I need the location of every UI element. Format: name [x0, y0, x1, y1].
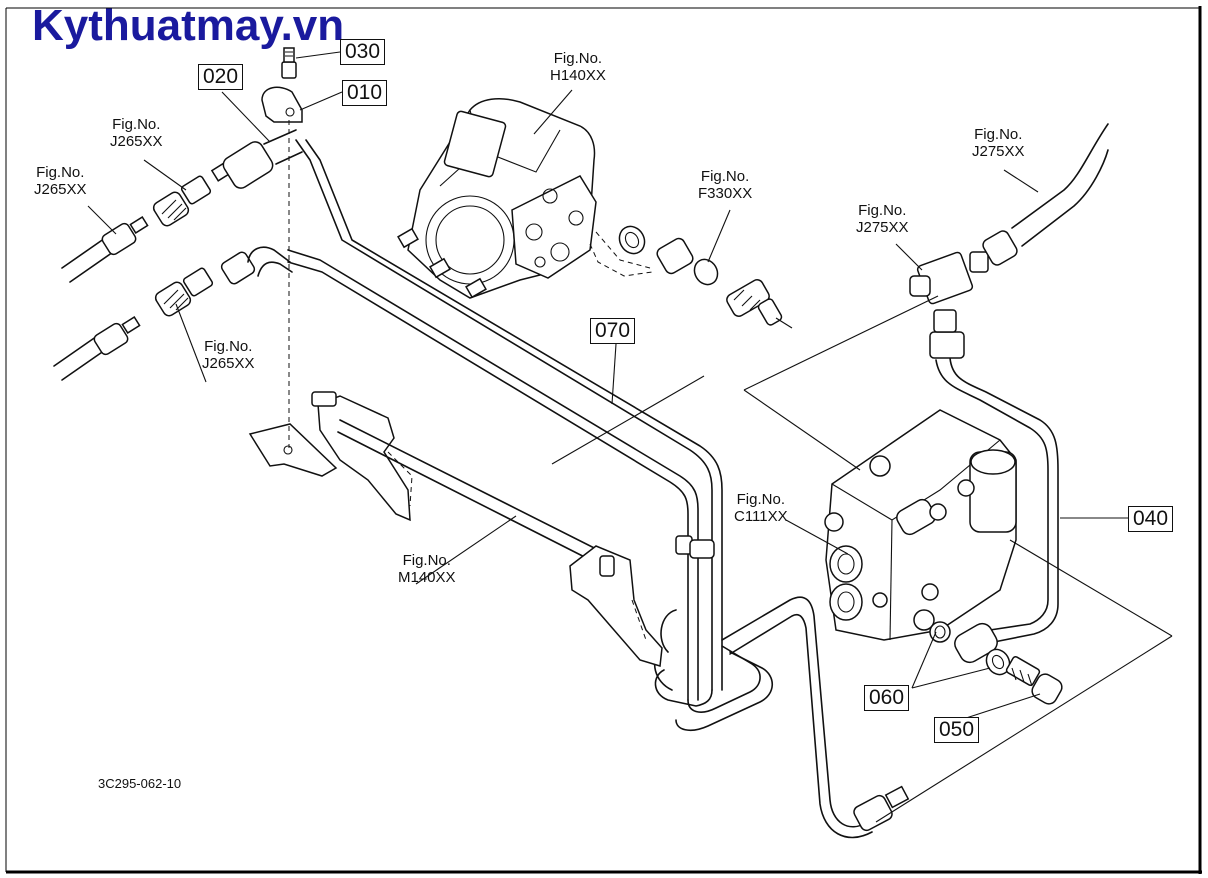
fig-ref-code: F330XX: [698, 185, 753, 202]
linkage-bracket: [248, 391, 663, 667]
fig-ref-c111: Fig.No. C111XX: [734, 491, 788, 525]
fig-ref-code: J265XX: [110, 133, 163, 150]
fig-ref-h140: Fig.No. H140XX: [550, 50, 606, 84]
pipe-040: [929, 309, 1059, 643]
control-valve: [824, 409, 1017, 643]
fig-ref-j265-lower: Fig.No. J265XX: [202, 338, 255, 372]
tee-fitting: [909, 123, 1109, 305]
left-lower-hose: [53, 246, 293, 381]
fig-ref-j275-tee: Fig.No. J275XX: [856, 202, 909, 236]
fig-ref-j265-left: Fig.No. J265XX: [34, 164, 87, 198]
pipe-unions: [675, 535, 715, 559]
steering-unit: [397, 97, 653, 299]
drawing-frame: [5, 6, 1202, 874]
part-number-030: 030: [340, 39, 386, 65]
fig-ref-code: J265XX: [34, 181, 87, 198]
pipe-070: [287, 139, 774, 732]
clamp-and-bolt: [261, 47, 303, 448]
fig-ref-prefix: Fig.No.: [974, 126, 1023, 143]
fig-ref-j275-upper: Fig.No. J275XX: [972, 126, 1025, 160]
drawing-code: 3C295-062-10: [98, 776, 182, 791]
part-number-040: 040: [1128, 506, 1174, 532]
left-upper-hose: [61, 129, 303, 283]
pipe-lower-right: [721, 596, 910, 839]
fig-ref-code: J265XX: [202, 355, 255, 372]
fig-ref-f330: Fig.No. F330XX: [698, 168, 752, 202]
fig-ref-m140: Fig.No. M140XX: [398, 552, 456, 586]
part-number-010: 010: [342, 80, 388, 106]
part-number-020: 020: [198, 64, 244, 90]
fig-ref-code: C111XX: [734, 508, 788, 525]
leader-lines: [87, 51, 1173, 823]
site-watermark: Kythuatmay.vn: [32, 1, 345, 50]
fig-ref-prefix: Fig.No.: [700, 168, 750, 185]
fig-ref-prefix: Fig.No.: [112, 116, 161, 133]
fig-ref-code: M140XX: [398, 569, 456, 586]
part-number-050: 050: [934, 717, 980, 743]
fig-ref-code: J275XX: [856, 219, 909, 236]
part-number-070: 070: [590, 318, 636, 344]
f330-fitting-set: [618, 225, 783, 326]
fig-ref-code: J275XX: [972, 143, 1025, 160]
fig-ref-j265-upper: Fig.No. J265XX: [110, 116, 163, 150]
fig-ref-code: H140XX: [550, 67, 606, 84]
fig-ref-prefix: Fig.No.: [36, 164, 85, 181]
fig-ref-prefix: Fig.No.: [858, 202, 907, 219]
fig-ref-prefix: Fig.No.: [204, 338, 253, 355]
part-number-060: 060: [864, 685, 910, 711]
fig-ref-prefix: Fig.No.: [402, 552, 451, 569]
fig-ref-prefix: Fig.No.: [553, 50, 603, 67]
bolt-and-washers: [954, 622, 1063, 705]
fig-ref-prefix: Fig.No.: [736, 491, 785, 508]
